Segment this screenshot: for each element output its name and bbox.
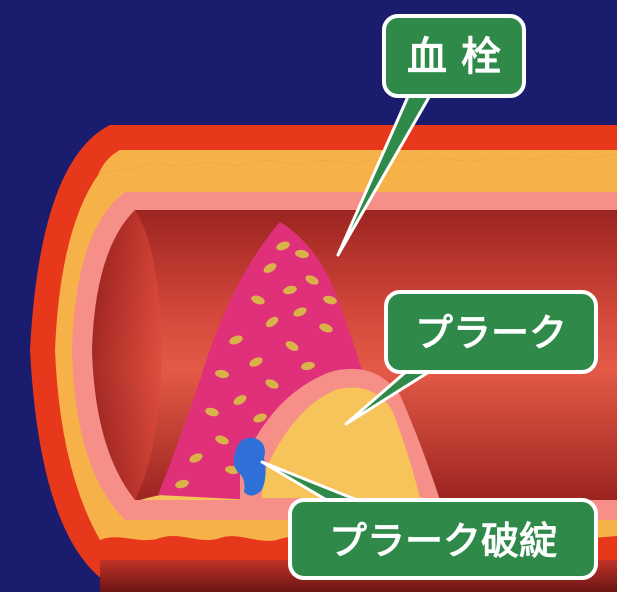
- callout-plaque-rupture-label: プラーク破綻: [329, 519, 557, 563]
- callout-thrombus-label: 血 栓: [407, 34, 501, 80]
- callout-plaque-label: プラーク: [415, 311, 567, 355]
